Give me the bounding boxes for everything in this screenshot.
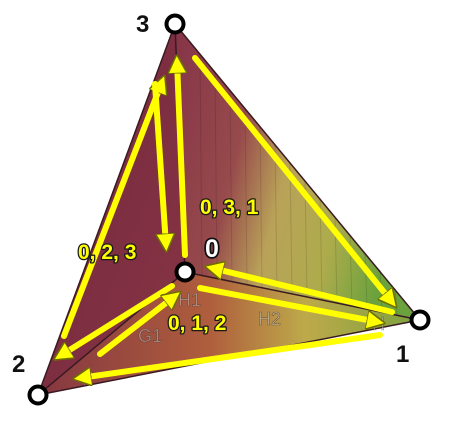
arrow-0-to-2: [60, 283, 175, 356]
arrow-3-to-1: [192, 55, 392, 302]
vertex-1-label: 1: [396, 341, 409, 368]
vertex-0-marker: [174, 261, 196, 283]
vertex-1-marker: [409, 309, 431, 331]
arrow-0-to-1: [197, 285, 378, 322]
vertex-markers: [27, 13, 431, 406]
arrow-2-to-0: [97, 296, 175, 357]
vertex-0-label: 0: [205, 235, 219, 263]
arrow-2-to-3: [61, 82, 162, 339]
vertex-2-label: 2: [12, 351, 25, 378]
arrow-0-to-3: [177, 62, 188, 258]
watermark-g1: G1: [138, 326, 162, 346]
vertex-2-marker: [27, 384, 49, 406]
orientation-arrows: [60, 58, 392, 378]
face-0-1-2: [38, 272, 420, 395]
face-label-0-2-3: 0, 2, 3: [78, 241, 136, 264]
face-labels: 0, 3, 1 0, 2, 3 0, 1, 2: [77, 195, 260, 337]
watermark-h1: H1: [178, 290, 201, 310]
vertex-3-label: 3: [136, 11, 149, 38]
arrow-1-to-2: [80, 332, 383, 378]
face-watermarks: H1 H2 G1 F H: [82, 290, 386, 390]
arrow-3-to-0: [152, 81, 166, 245]
watermark-h2: H2: [258, 309, 281, 329]
arrow-1-to-0: [212, 268, 395, 315]
face-label-0-1-2: 0, 1, 2: [168, 312, 226, 335]
vertex-3-marker: [164, 13, 186, 35]
vertex-labels: 3 1 2 0: [10, 9, 411, 380]
face-label-0-3-1: 0, 3, 1: [200, 196, 259, 219]
